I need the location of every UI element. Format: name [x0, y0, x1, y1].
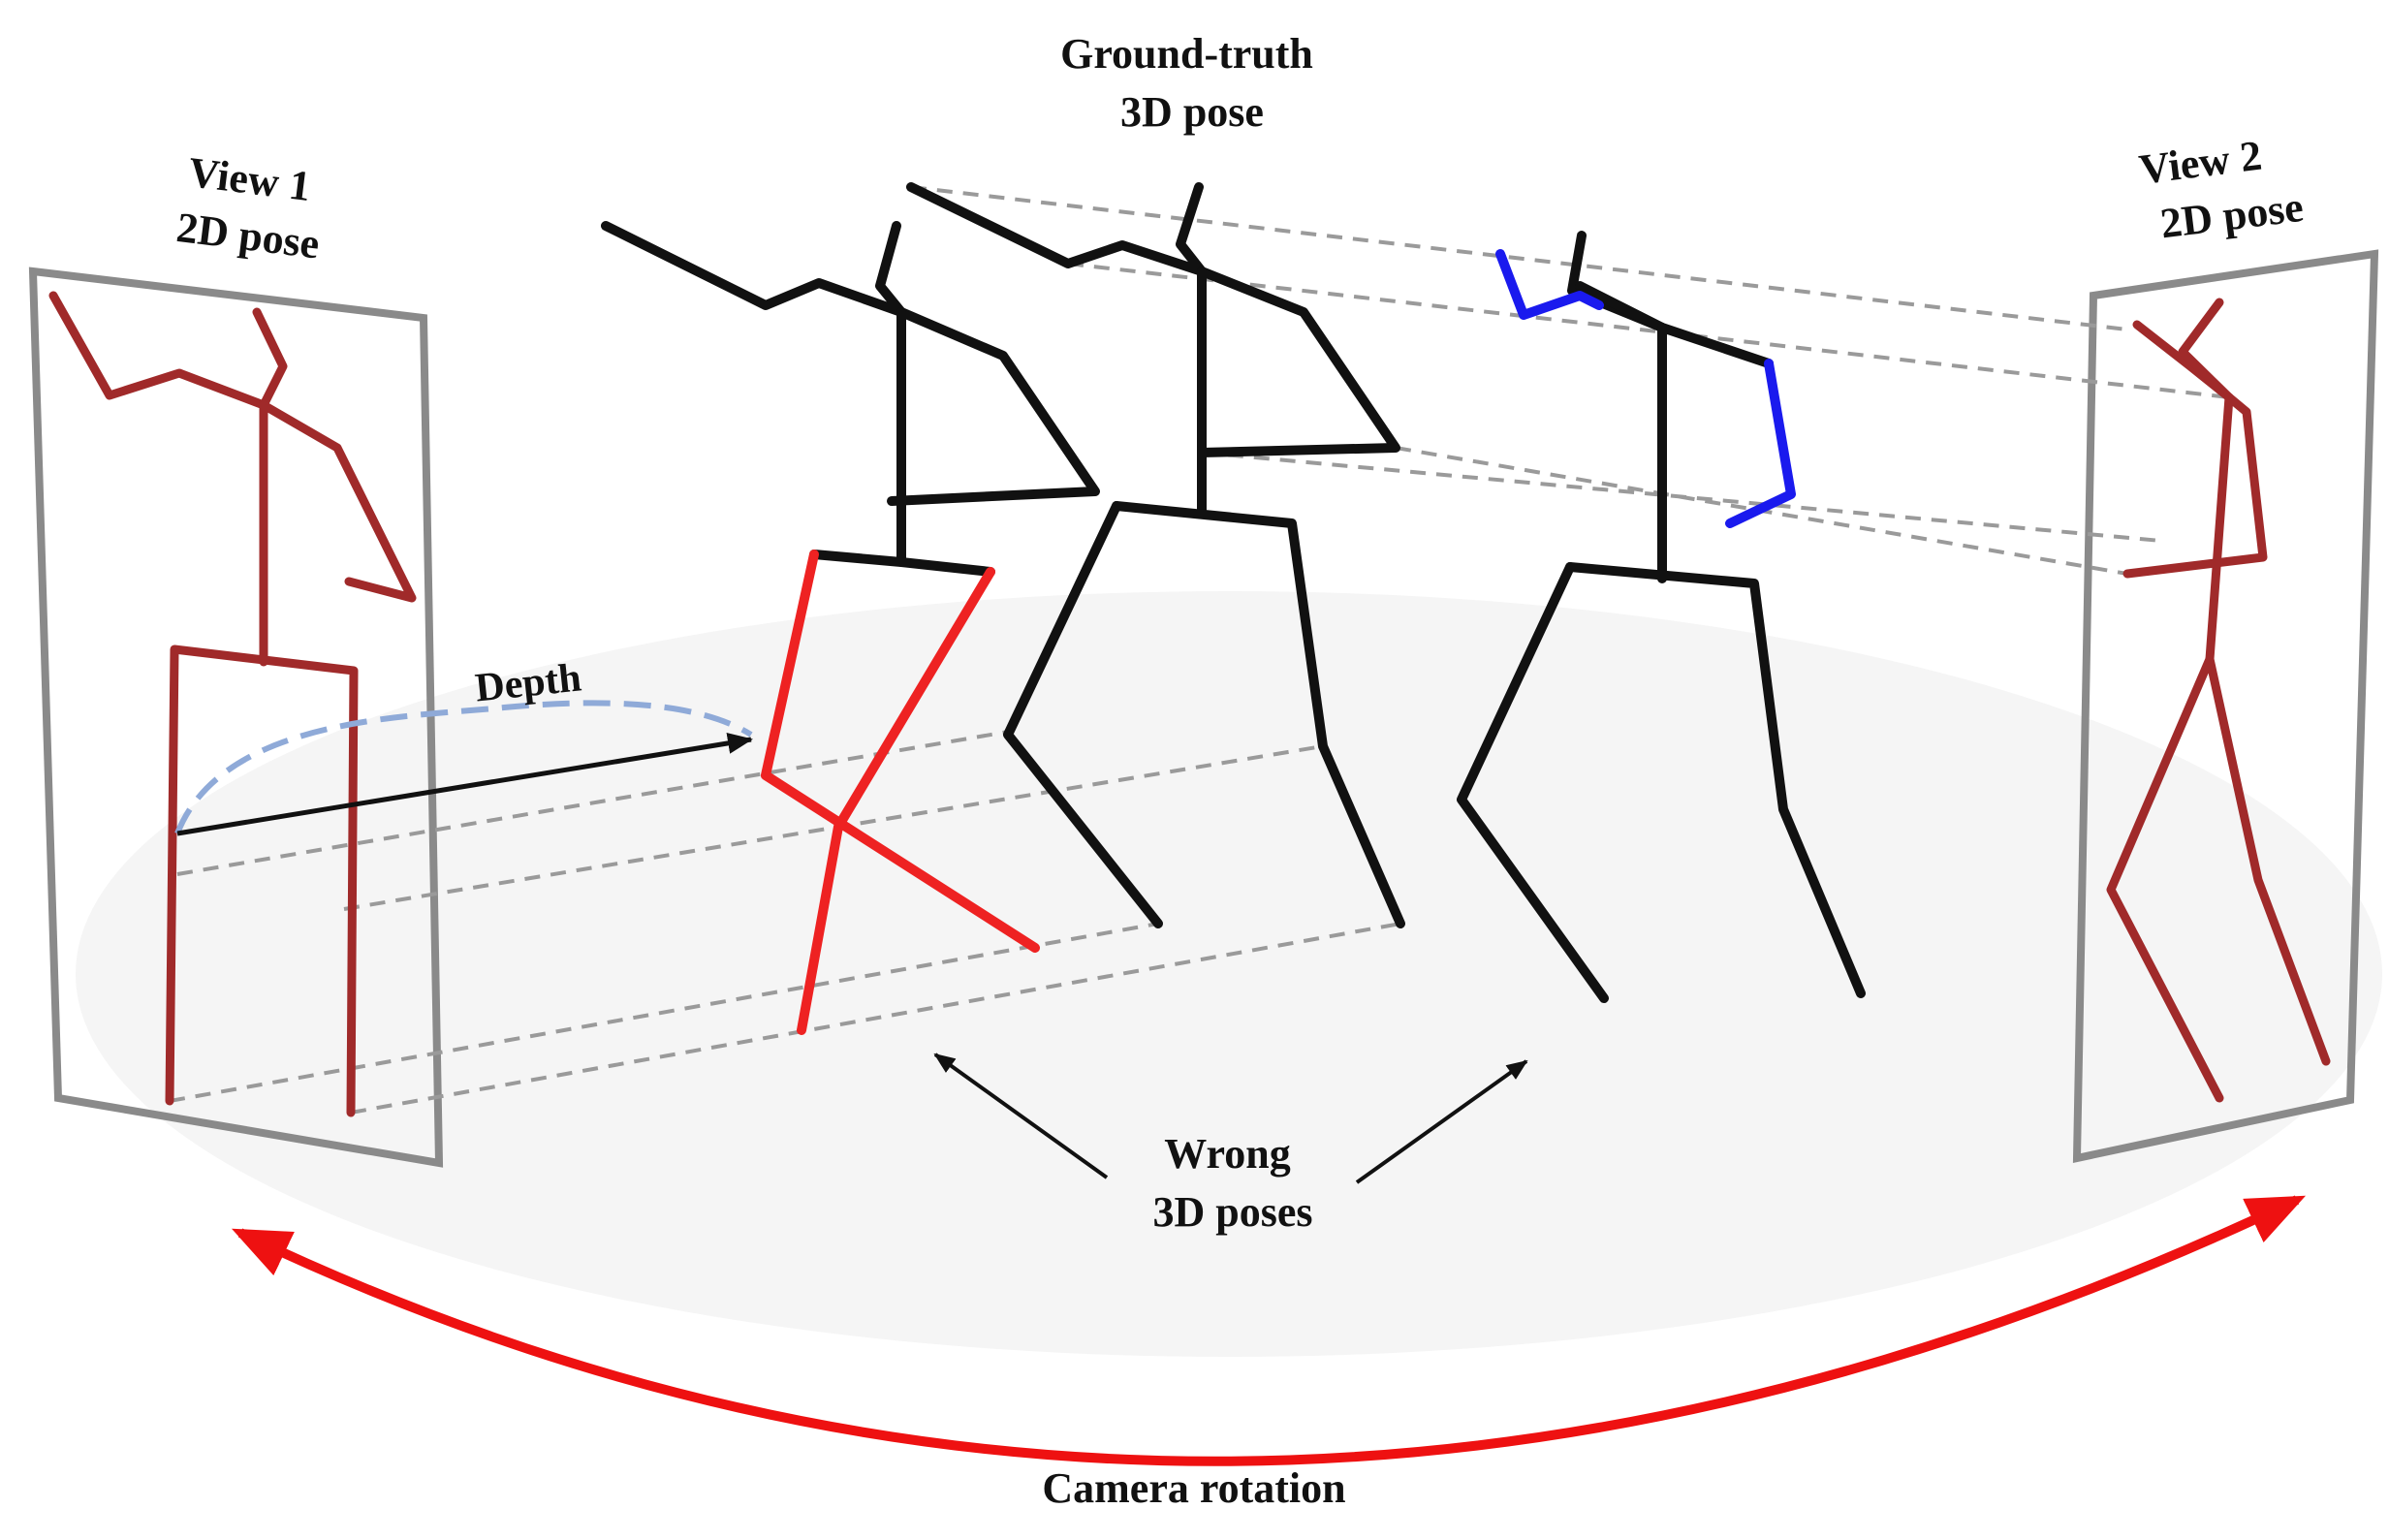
depth-arrow	[176, 733, 753, 836]
wrong-pointer-left-arrow	[933, 1053, 1109, 1179]
view1-image-plane	[28, 267, 444, 1168]
wrong-3d-pose-left	[601, 221, 1100, 1035]
view2-label: View 2 2D pose	[2137, 127, 2307, 249]
view1-label: View 1 2D pose	[174, 147, 330, 267]
wrong-pointer-right-arrow	[1355, 1059, 1528, 1184]
view2-image-plane	[2072, 249, 2379, 1163]
view2-2d-pose	[2106, 298, 2331, 1103]
wrong-3d-pose-right	[1457, 231, 1866, 1003]
depth-label: Depth	[473, 655, 583, 710]
wrong-poses-label: Wrong 3D poses	[1152, 1130, 1312, 1236]
view1-2d-pose	[48, 291, 417, 1117]
depth-arc	[174, 700, 753, 835]
ground-truth-label: Ground-truth 3D pose	[1060, 30, 1324, 136]
ground-truth-3d-pose	[906, 182, 1405, 928]
camera-rotation-label: Camera rotation	[1042, 1464, 1345, 1512]
camera-rotation-arrow	[231, 1195, 2307, 1466]
floor-ellipse	[76, 591, 2382, 1357]
